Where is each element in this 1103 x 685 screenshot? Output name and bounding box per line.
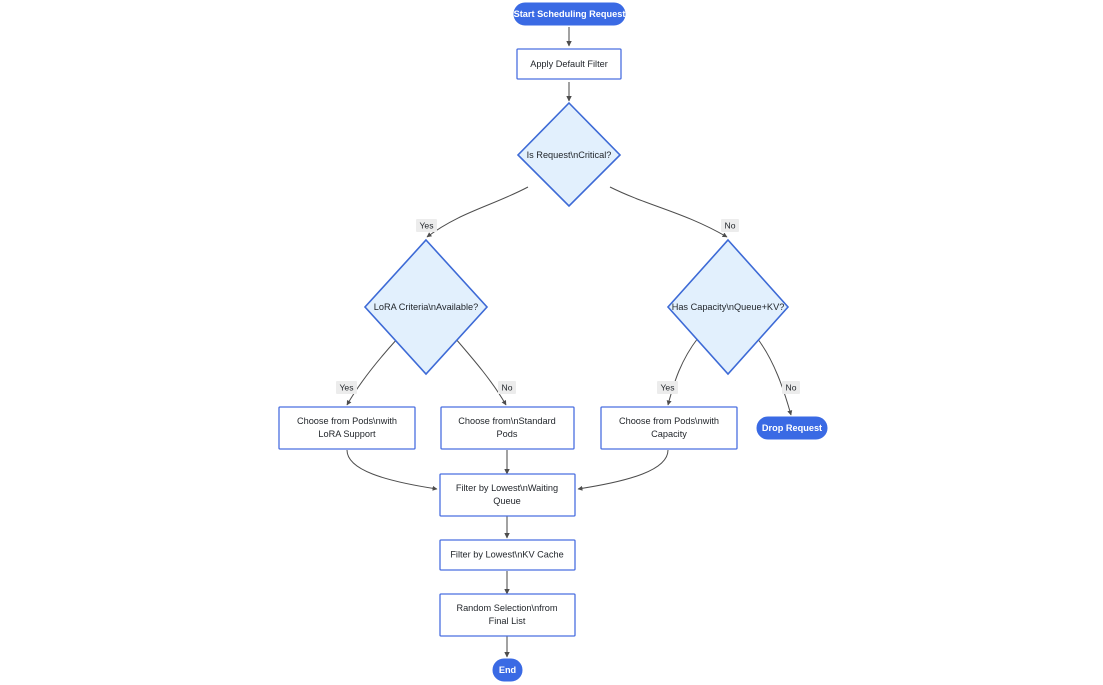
node-random-selection-shape[interactable] <box>439 593 576 637</box>
edge-label-capacity-no: No <box>782 381 800 394</box>
edge-label-critical-no-text: No <box>725 220 736 230</box>
node-choose-capacity-pods-label-line2: Capacity <box>651 429 687 439</box>
edge-label-lora-no: No <box>498 381 516 394</box>
node-filter-waiting-queue-label-line1: Filter by Lowest\nWaiting <box>456 483 558 493</box>
node-lora-criteria-available-shape[interactable] <box>363 238 489 376</box>
node-drop-request-label: Drop Request <box>762 423 822 433</box>
edge-label-lora-yes: Yes <box>336 381 357 394</box>
node-choose-standard-pods-shape[interactable] <box>440 406 575 450</box>
node-is-request-critical[interactable]: Is Request\nCritical? <box>516 101 622 208</box>
node-drop-request[interactable]: Drop Request <box>756 416 828 440</box>
node-has-capacity-label: Has Capacity\nQueue+KV? <box>672 302 785 312</box>
node-lora-criteria-available-label: LoRA Criteria\nAvailable? <box>374 302 479 312</box>
node-choose-lora-pods-label-line1: Choose from Pods\nwith <box>297 416 397 426</box>
edge-label-critical-yes-text: Yes <box>419 220 433 230</box>
node-filter-kv-cache-label: Filter by Lowest\nKV Cache <box>450 549 563 559</box>
edge-label-layer: Yes No Yes No Yes No <box>336 219 800 394</box>
node-filter-waiting-queue-shape[interactable] <box>439 473 576 517</box>
node-filter-kv-cache[interactable]: Filter by Lowest\nKV Cache <box>439 539 576 571</box>
edge-capacity-no-to-drop-request <box>756 337 793 416</box>
edge-layer <box>346 27 793 658</box>
edge-label-lora-no-text: No <box>502 382 513 392</box>
edge-label-capacity-no-text: No <box>786 382 797 392</box>
edge-lora-no-to-choose-standard-pods <box>454 337 507 406</box>
node-apply-default-filter[interactable]: Apply Default Filter <box>516 48 622 80</box>
node-choose-standard-pods-label-line1: Choose from\nStandard <box>458 416 556 426</box>
node-apply-default-filter-shape[interactable] <box>516 48 622 80</box>
node-choose-lora-pods-shape[interactable] <box>278 406 416 450</box>
node-choose-lora-pods-label-line2: LoRA Support <box>318 429 376 439</box>
node-choose-capacity-pods[interactable]: Choose from Pods\nwith Capacity <box>600 406 738 450</box>
node-apply-default-filter-label: Apply Default Filter <box>530 59 608 69</box>
node-start-label: Start Scheduling Request <box>514 9 626 19</box>
edge-label-capacity-yes-text: Yes <box>660 382 674 392</box>
edge-lora-yes-to-choose-lora-pods <box>346 337 399 406</box>
node-choose-capacity-pods-label-line1: Choose from Pods\nwith <box>619 416 719 426</box>
node-start[interactable]: Start Scheduling Request <box>513 2 626 26</box>
node-has-capacity[interactable]: Has Capacity\nQueue+KV? <box>666 238 790 376</box>
node-filter-kv-cache-shape[interactable] <box>439 539 576 571</box>
node-choose-capacity-pods-shape[interactable] <box>600 406 738 450</box>
edge-label-critical-no: No <box>721 219 739 232</box>
node-choose-standard-pods[interactable]: Choose from\nStandard Pods <box>440 406 575 450</box>
edge-choose-lora-pods-to-filter-waiting-queue <box>346 449 438 491</box>
node-is-request-critical-shape[interactable] <box>516 101 622 208</box>
edge-critical-yes-to-lora-criteria <box>426 186 529 238</box>
edge-critical-no-to-has-capacity <box>609 186 728 238</box>
edge-label-critical-yes: Yes <box>416 219 437 232</box>
node-random-selection-label-line1: Random Selection\nfrom <box>456 603 557 613</box>
node-drop-request-shape[interactable] <box>756 416 828 440</box>
node-filter-waiting-queue-label-line2: Queue <box>493 496 521 506</box>
node-filter-waiting-queue[interactable]: Filter by Lowest\nWaiting Queue <box>439 473 576 517</box>
edge-capacity-yes-to-choose-capacity-pods <box>666 337 699 406</box>
node-choose-standard-pods-label-line2: Pods <box>497 429 518 439</box>
node-end-label: End <box>499 665 516 675</box>
node-layer: Start Scheduling Request Apply Default F… <box>278 2 828 682</box>
node-end[interactable]: End <box>492 658 523 682</box>
node-random-selection-label-line2: Final List <box>489 616 526 626</box>
node-start-shape[interactable] <box>513 2 626 26</box>
node-choose-lora-pods[interactable]: Choose from Pods\nwith LoRA Support <box>278 406 416 450</box>
node-random-selection[interactable]: Random Selection\nfrom Final List <box>439 593 576 637</box>
node-end-shape[interactable] <box>492 658 523 682</box>
node-lora-criteria-available[interactable]: LoRA Criteria\nAvailable? <box>363 238 489 376</box>
edge-label-capacity-yes: Yes <box>657 381 678 394</box>
node-has-capacity-shape[interactable] <box>666 238 790 376</box>
edge-label-lora-yes-text: Yes <box>339 382 353 392</box>
node-is-request-critical-label: Is Request\nCritical? <box>527 150 612 160</box>
edge-choose-capacity-pods-to-filter-waiting-queue <box>577 449 669 491</box>
